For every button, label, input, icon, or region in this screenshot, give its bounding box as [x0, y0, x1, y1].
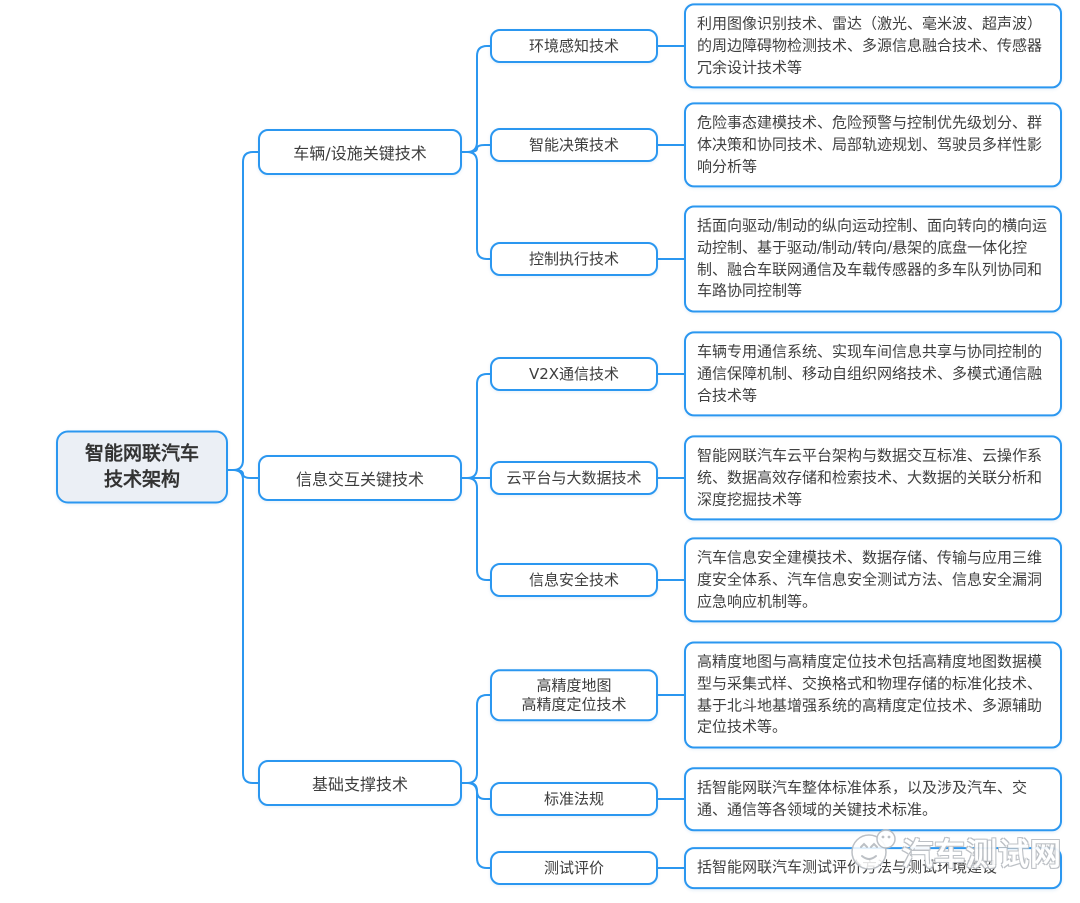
detail-node-test-evaluation[interactable]: 括智能网联汽车测试评价方法与测试环境建设	[684, 847, 1062, 889]
leaf-node-cloud-bigdata[interactable]: 云平台与大数据技术	[490, 461, 658, 495]
detail-node-v2x-communication[interactable]: 车辆专用通信系统、实现车间信息共享与协同控制的通信保障机制、移动自组织网络技术、…	[684, 331, 1062, 417]
detail-node-text: 括智能网联汽车测试评价方法与测试环境建设	[697, 858, 998, 877]
leaf-node-label: 云平台与大数据技术	[506, 468, 642, 487]
detail-node-standards-regulations[interactable]: 括智能网联汽车整体标准体系，以及涉及汽车、交通、通信等各领域的关键技术标准。	[684, 767, 1062, 831]
leaf-node-label: V2X通信技术	[528, 364, 620, 383]
detail-node-text: 高精度地图与高精度定位技术包括高精度地图数据模型与采集式样、交换格式和物理存储的…	[697, 652, 1043, 736]
detail-node-text: 利用图像识别技术、雷达（激光、毫米波、超声波）的周边障碍物检测技术、多源信息融合…	[697, 14, 1043, 76]
detail-node-information-security[interactable]: 汽车信息安全建模技术、数据存储、传输与应用三维度安全体系、汽车信息安全测试方法、…	[684, 537, 1062, 623]
leaf-node-label: 标准法规	[543, 789, 604, 808]
leaf-node-test-evaluation[interactable]: 测试评价	[490, 851, 658, 885]
root-node[interactable]: 智能网联汽车 技术架构	[56, 430, 228, 504]
leaf-node-hd-map-positioning[interactable]: 高精度地图 高精度定位技术	[490, 669, 658, 721]
leaf-node-information-security[interactable]: 信息安全技术	[490, 563, 658, 597]
detail-node-control-execution[interactable]: 括面向驱动/制动的纵向运动控制、面向转向的横向运动控制、基于驱动/制动/转向/悬…	[684, 205, 1062, 313]
detail-node-environment-perception[interactable]: 利用图像识别技术、雷达（激光、毫米波、超声波）的周边障碍物检测技术、多源信息融合…	[684, 3, 1062, 89]
leaf-node-label: 智能决策技术	[528, 135, 619, 154]
detail-node-text: 括智能网联汽车整体标准体系，以及涉及汽车、交通、通信等各领域的关键技术标准。	[697, 778, 1028, 818]
leaf-node-label: 高精度地图 高精度定位技术	[521, 676, 627, 713]
leaf-node-label: 信息安全技术	[528, 570, 619, 589]
detail-node-text: 智能网联汽车云平台架构与数据交互标准、云操作系统、数据高效存储和检索技术、大数据…	[697, 446, 1043, 508]
detail-node-intelligent-decision[interactable]: 危险事态建模技术、危险预警与控制优先级划分、群体决策和协同技术、局部轨迹规划、驾…	[684, 102, 1062, 188]
detail-node-text: 车辆专用通信系统、实现车间信息共享与协同控制的通信保障机制、移动自组织网络技术、…	[697, 342, 1043, 404]
branch-node-label: 车辆/设施关键技术	[293, 144, 427, 163]
leaf-node-control-execution[interactable]: 控制执行技术	[490, 242, 658, 276]
branch-node-label: 信息交互关键技术	[295, 470, 424, 489]
branch-node-label: 基础支撑技术	[311, 775, 408, 794]
root-node-label: 智能网联汽车 技术架构	[84, 442, 199, 490]
leaf-node-label: 环境感知技术	[528, 36, 619, 55]
leaf-node-standards-regulations[interactable]: 标准法规	[490, 782, 658, 816]
branch-node-information-interaction[interactable]: 信息交互关键技术	[258, 455, 462, 501]
leaf-node-intelligent-decision[interactable]: 智能决策技术	[490, 128, 658, 162]
leaf-node-v2x-communication[interactable]: V2X通信技术	[490, 357, 658, 391]
detail-node-text: 汽车信息安全建模技术、数据存储、传输与应用三维度安全体系、汽车信息安全测试方法、…	[697, 548, 1043, 610]
branch-node-vehicle-facility[interactable]: 车辆/设施关键技术	[258, 129, 462, 175]
detail-node-cloud-bigdata[interactable]: 智能网联汽车云平台架构与数据交互标准、云操作系统、数据高效存储和检索技术、大数据…	[684, 435, 1062, 521]
leaf-node-environment-perception[interactable]: 环境感知技术	[490, 29, 658, 63]
leaf-node-label: 控制执行技术	[528, 249, 619, 268]
leaf-node-label: 测试评价	[543, 858, 604, 877]
detail-node-text: 括面向驱动/制动的纵向运动控制、面向转向的横向运动控制、基于驱动/制动/转向/悬…	[697, 216, 1048, 300]
detail-node-hd-map-positioning[interactable]: 高精度地图与高精度定位技术包括高精度地图数据模型与采集式样、交换格式和物理存储的…	[684, 641, 1062, 749]
branch-node-basic-support[interactable]: 基础支撑技术	[258, 760, 462, 806]
detail-node-text: 危险事态建模技术、危险预警与控制优先级划分、群体决策和协同技术、局部轨迹规划、驾…	[697, 113, 1043, 175]
